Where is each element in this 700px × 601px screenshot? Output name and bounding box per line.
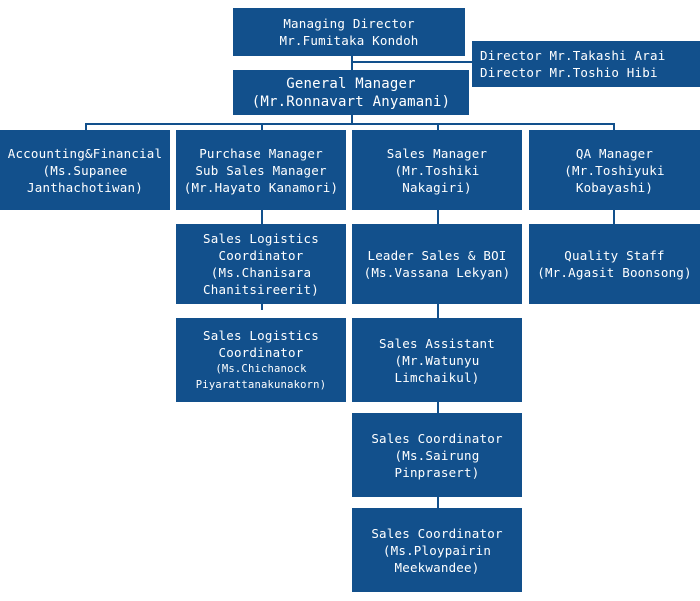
box-line: QA Manager xyxy=(575,145,654,161)
box-line: Sales Coordinator xyxy=(371,430,503,446)
box-line: Leader Sales & BOI xyxy=(367,248,507,263)
box-line: (Ms.Sairung xyxy=(394,447,480,463)
connector-gm-down xyxy=(351,115,353,124)
box-line: (Ms.Chanisara xyxy=(210,265,312,280)
director-2: Director Mr.Toshio Hibi xyxy=(480,65,658,80)
box-line: (Ms.Vassana Lekyan) xyxy=(363,265,511,280)
connector-md-to-gm xyxy=(351,56,353,70)
box-line: (Ms.Chichanock xyxy=(215,363,307,375)
connector-directors xyxy=(352,61,474,63)
box-line: Coordinator xyxy=(218,248,304,263)
box-line: (Mr.Watunyu xyxy=(394,352,480,368)
purchase-manager-box: Purchase Manager Sub Sales Manager (Mr.H… xyxy=(176,130,346,210)
box-line: Sales Coordinator xyxy=(371,525,503,541)
box-line: Quality Staff xyxy=(564,248,665,263)
leader-sales-boi-box: Leader Sales & BOI (Ms.Vassana Lekyan) xyxy=(352,224,522,304)
connector-dept-3 xyxy=(437,123,439,130)
box-line: (Mr.Toshiyuki xyxy=(564,162,665,178)
box-line: Janthachotiwan) xyxy=(27,179,143,195)
managing-director-name: Mr.Fumitaka Kondoh xyxy=(279,33,419,48)
box-line: (Mr.Hayato Kanamori) xyxy=(183,179,339,195)
quality-staff-box: Quality Staff (Mr.Agasit Boonsong) xyxy=(529,224,700,304)
qa-manager-box: QA Manager (Mr.Toshiyuki Kobayashi) xyxy=(529,130,700,210)
box-line: Nakagiri) xyxy=(402,179,472,195)
box-line: Sub Sales Manager xyxy=(195,162,327,178)
sales-coordinator-2-box: Sales Coordinator (Ms.Ploypairin Meekwan… xyxy=(352,508,522,592)
box-line: Sales Logistics xyxy=(203,328,319,343)
box-line: (Mr.Toshiki xyxy=(394,162,480,178)
box-line: Purchase Manager xyxy=(199,145,323,161)
directors-box: Director Mr.Takashi Arai Director Mr.Tos… xyxy=(472,41,700,87)
box-line: Kobayashi) xyxy=(575,179,654,195)
sales-manager-box: Sales Manager (Mr.Toshiki Nakagiri) xyxy=(352,130,522,210)
box-line: Sales Manager xyxy=(386,145,488,161)
sales-logistics-coordinator-1-box: Sales Logistics Coordinator (Ms.Chanisar… xyxy=(176,224,346,304)
general-manager-title: General Manager xyxy=(286,75,416,92)
managing-director-box: Managing Director Mr.Fumitaka Kondoh xyxy=(233,8,465,56)
general-manager-name: (Mr.Ronnavart Anyamani) xyxy=(251,93,451,110)
accounting-financial-box: Accounting&Financial (Ms.Supanee Janthac… xyxy=(0,130,170,210)
box-line: Chanitsireerit) xyxy=(203,282,319,297)
box-line: (Ms.Ploypairin xyxy=(382,542,492,558)
director-1: Director Mr.Takashi Arai xyxy=(480,48,666,63)
sales-assistant-box: Sales Assistant (Mr.Watunyu Limchaikul) xyxy=(352,318,522,402)
box-line: Piyarattanakunakorn) xyxy=(195,379,327,391)
box-line: Limchaikul) xyxy=(394,369,480,385)
box-line: Accounting&Financial xyxy=(7,145,163,161)
box-line: (Mr.Agasit Boonsong) xyxy=(537,265,692,280)
connector-qa-chain xyxy=(613,210,615,224)
box-line: Sales Assistant xyxy=(379,335,495,351)
connector-dept-bus xyxy=(85,123,615,125)
box-line: Coordinator xyxy=(218,345,304,360)
box-line: Meekwandee) xyxy=(394,559,480,575)
managing-director-title: Managing Director xyxy=(283,16,415,31)
box-line: Sales Logistics xyxy=(203,231,319,246)
sales-logistics-coordinator-2-box: Sales Logistics Coordinator (Ms.Chichano… xyxy=(176,318,346,402)
sales-coordinator-1-box: Sales Coordinator (Ms.Sairung Pinprasert… xyxy=(352,413,522,497)
general-manager-box: General Manager (Mr.Ronnavart Anyamani) xyxy=(233,70,469,115)
connector-dept-4 xyxy=(613,123,615,130)
connector-dept-1 xyxy=(85,123,87,130)
connector-dept-2 xyxy=(261,123,263,130)
box-line: Pinprasert) xyxy=(394,464,480,480)
box-line: (Ms.Supanee xyxy=(42,162,128,178)
